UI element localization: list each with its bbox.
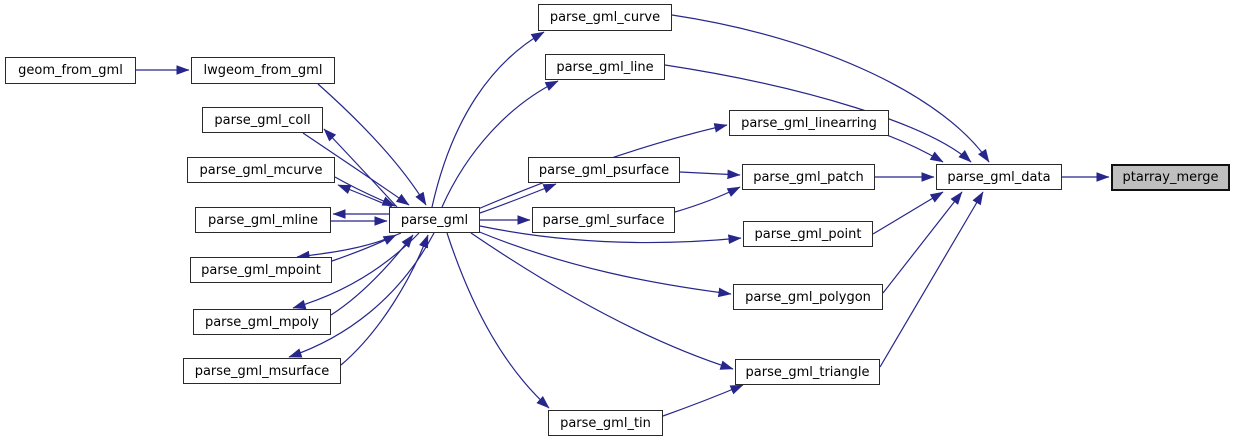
node-geom_from_gml[interactable]: geom_from_gml xyxy=(5,57,136,84)
edge-parse_gml_psurface-to-parse_gml_patch xyxy=(679,169,741,180)
edge-parse_gml-to-parse_gml_psurface xyxy=(479,183,557,214)
edge-parse_gml_linearring-to-parse_gml_data xyxy=(883,133,944,163)
edge-parse_gml_coll-to-parse_gml xyxy=(302,132,410,206)
edge-parse_gml-to-parse_gml_tin xyxy=(446,232,550,409)
node-parse_gml_msurface[interactable]: parse_gml_msurface xyxy=(183,358,341,384)
node-label: lwgeom_from_gml xyxy=(203,63,323,78)
node-label: parse_gml_data xyxy=(947,169,1051,185)
node-label: parse_gml_linearring xyxy=(741,115,877,131)
node-parse_gml_data[interactable]: parse_gml_data xyxy=(936,164,1062,190)
node-label: parse_gml_mcurve xyxy=(199,162,323,178)
node-parse_gml_surface[interactable]: parse_gml_surface xyxy=(532,207,675,233)
node-parse_gml_polygon[interactable]: parse_gml_polygon xyxy=(733,284,883,310)
edge-parse_gml-to-parse_gml_mpoint xyxy=(296,232,402,261)
node-label: parse_gml_psurface xyxy=(538,162,670,178)
node-parse_gml[interactable]: parse_gml xyxy=(389,207,480,233)
node-label: geom_from_gml xyxy=(18,63,123,78)
edge-parse_gml-to-parse_gml_triangle xyxy=(470,232,734,370)
edge-parse_gml_surface-to-parse_gml_patch xyxy=(674,186,741,213)
node-parse_gml_mcurve[interactable]: parse_gml_mcurve xyxy=(187,157,335,183)
edge-parse_gml_polygon-to-parse_gml_data xyxy=(882,191,963,294)
node-parse_gml_psurface[interactable]: parse_gml_psurface xyxy=(528,157,680,183)
node-parse_gml_curve[interactable]: parse_gml_curve xyxy=(538,4,672,31)
node-label: parse_gml_mline xyxy=(208,212,318,228)
node-parse_gml_coll[interactable]: parse_gml_coll xyxy=(202,107,323,133)
edge-lwgeom_from_gml-to-parse_gml xyxy=(317,83,427,206)
node-label: parse_gml_coll xyxy=(214,112,311,128)
node-label: parse_gml_tin xyxy=(560,415,651,431)
edge-parse_gml-to-parse_gml_msurface xyxy=(288,232,435,358)
node-parse_gml_tin[interactable]: parse_gml_tin xyxy=(548,410,663,436)
node-parse_gml_point[interactable]: parse_gml_point xyxy=(743,221,873,247)
node-label: parse_gml xyxy=(400,212,469,228)
node-label: parse_gml_triangle xyxy=(745,364,870,380)
edge-parse_gml-to-parse_gml_line xyxy=(441,80,559,208)
node-label: parse_gml_polygon xyxy=(745,289,871,305)
node-ptarray_merge: ptarray_merge xyxy=(1111,164,1230,191)
node-label: parse_gml_line xyxy=(556,59,654,75)
node-parse_gml_triangle[interactable]: parse_gml_triangle xyxy=(735,359,880,385)
edge-parse_gml_msurface-to-parse_gml xyxy=(340,234,429,366)
node-lwgeom_from_gml[interactable]: lwgeom_from_gml xyxy=(191,57,335,84)
node-parse_gml_patch[interactable]: parse_gml_patch xyxy=(742,164,875,190)
edge-parse_gml_triangle-to-parse_gml_data xyxy=(879,191,984,368)
node-label: parse_gml_surface xyxy=(542,212,665,228)
edge-parse_gml-to-parse_gml_polygon xyxy=(476,230,732,298)
node-parse_gml_mpoly[interactable]: parse_gml_mpoly xyxy=(193,309,331,335)
node-parse_gml_mline[interactable]: parse_gml_mline xyxy=(195,207,331,233)
edge-parse_gml-to-parse_gml_point xyxy=(479,225,742,244)
node-label: parse_gml_point xyxy=(754,226,862,242)
node-parse_gml_linearring[interactable]: parse_gml_linearring xyxy=(729,110,889,136)
node-parse_gml_line[interactable]: parse_gml_line xyxy=(545,54,665,80)
edge-parse_gml_line-to-parse_gml_data xyxy=(664,64,972,163)
node-label: parse_gml_mpoly xyxy=(204,314,320,330)
node-label: parse_gml_patch xyxy=(753,169,864,185)
node-parse_gml_mpoint[interactable]: parse_gml_mpoint xyxy=(190,257,332,283)
edge-parse_gml_mpoint-to-parse_gml xyxy=(331,234,397,262)
edge-parse_gml_mcurve-to-parse_gml xyxy=(334,176,396,207)
edge-parse_gml_tin-to-parse_gml_triangle xyxy=(662,384,744,417)
edge-parse_gml_point-to-parse_gml_data xyxy=(872,191,944,235)
node-label: parse_gml_curve xyxy=(549,10,661,25)
edge-parse_gml-to-parse_gml_curve xyxy=(431,31,545,208)
edge-parse_gml_curve-to-parse_gml_data xyxy=(671,14,990,163)
node-label: parse_gml_mpoint xyxy=(201,262,321,278)
node-label: parse_gml_msurface xyxy=(194,363,330,379)
edge-parse_gml_mpoly-to-parse_gml xyxy=(330,234,414,316)
node-label: ptarray_merge xyxy=(1122,170,1219,185)
